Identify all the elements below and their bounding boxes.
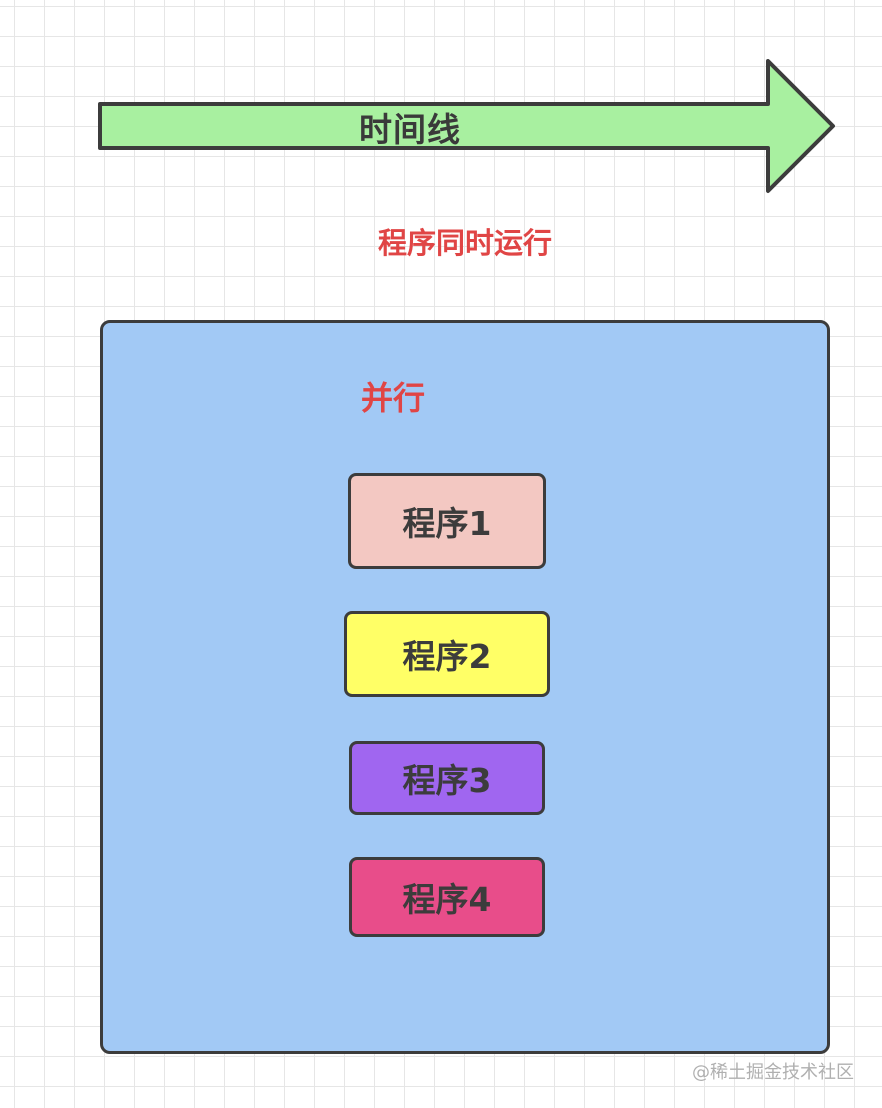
timeline-arrow — [98, 59, 835, 193]
program-4-box: 程序4 — [349, 857, 545, 937]
program-2-box: 程序2 — [344, 611, 550, 697]
watermark: @稀土掘金技术社区 — [692, 1062, 854, 1083]
parallel-title: 并行 — [361, 379, 426, 417]
program-1-box: 程序1 — [348, 473, 546, 569]
caption-concurrent: 程序同时运行 — [377, 226, 552, 260]
parallel-container: 并行 程序1 程序2 程序3 程序4 — [100, 320, 830, 1054]
timeline-label: 时间线 — [359, 110, 461, 149]
program-3-box: 程序3 — [349, 741, 545, 815]
